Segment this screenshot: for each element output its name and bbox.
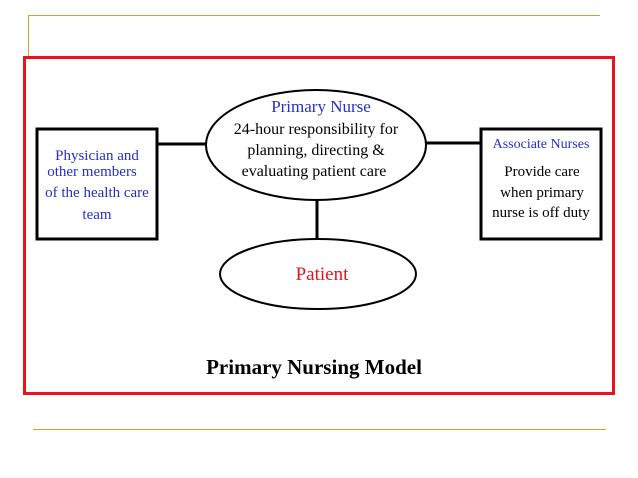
associate-nurses-line-3: nurse is off duty xyxy=(492,205,590,221)
physician-line-2: other members xyxy=(47,164,137,180)
diagram-title: Primary Nursing Model xyxy=(206,355,422,379)
patient-label: Patient xyxy=(295,264,349,285)
associate-nurses-box xyxy=(479,127,603,241)
associate-nurses-line-1: Provide care xyxy=(504,164,580,180)
physician-line-3: of the health care xyxy=(45,185,149,201)
primary-nurse-line-2: planning, directing & xyxy=(247,142,385,159)
associate-nurses-line-2: when primary xyxy=(500,185,584,201)
associate-nurses-heading: Associate Nurses xyxy=(492,137,590,152)
patient-ellipse xyxy=(219,238,417,310)
physician-line-4: team xyxy=(82,207,112,223)
left-gold-rule xyxy=(28,15,29,57)
bottom-gold-rule xyxy=(33,429,606,430)
physician-box xyxy=(35,127,159,241)
primary-nurse-ellipse xyxy=(205,89,427,201)
top-gold-rule xyxy=(28,15,600,16)
primary-nurse-line-3: evaluating patient care xyxy=(241,163,387,180)
primary-nurse-line-1: 24-hour responsibility for xyxy=(233,121,399,138)
diagram-frame xyxy=(23,56,615,395)
primary-nurse-heading: Primary Nurse xyxy=(271,97,371,116)
physician-line-1: Physician and xyxy=(55,148,139,164)
